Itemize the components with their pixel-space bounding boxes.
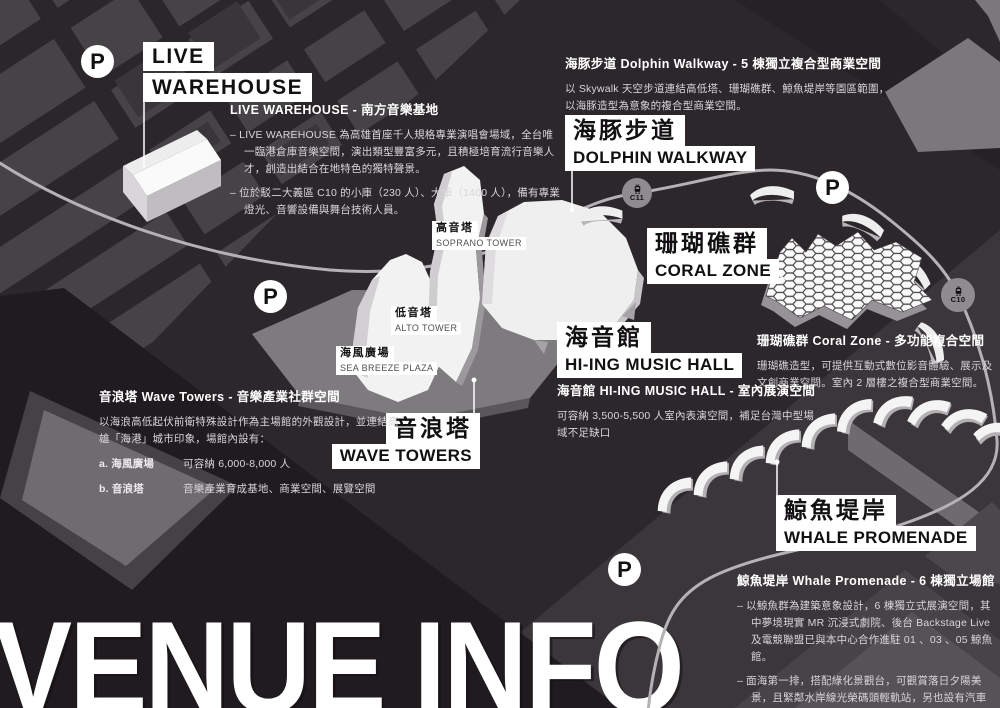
parking-icon: P [816,171,849,204]
label-music-hall: 海音館 HI-ING MUSIC HALL [557,322,743,378]
top-right-block-small [975,0,1000,42]
live-warehouse-bullet: – 位於駁二大義區 C10 的小庫（230 人）、大庫（1400 人），備有專業… [230,187,561,217]
dolphin-body-line: 以 Skywalk 天空步道連結高低塔、珊瑚礁群、鯨魚堤岸等園區範圍， [565,83,890,96]
whale-heading: 鯨魚堤岸 Whale Promenade - 6 棟獨立場館 [737,574,995,588]
label-live-line2: WAREHOUSE [143,73,313,103]
station-badge-c10: C10 [941,278,975,312]
whale-promenade-description: 鯨魚堤岸 Whale Promenade - 6 棟獨立場館 – 以鯨魚群為建築… [737,571,995,708]
wave-heading: 音浪塔 Wave Towers - 音樂產業社群空間 [99,390,340,404]
label-music-hall-en: HI-ING MUSIC HALL [557,353,743,378]
label-coral-en: CORAL ZONE [647,259,780,284]
facility-value: 可容納 6,000-8,000 人 [183,458,291,471]
music-hall-description: 海音館 HI-ING MUSIC HALL - 室內展演空間 可容納 3,500… [557,381,817,442]
whale-bullet: – 面海第一排，搭配綠化景觀台，可觀賞落日夕陽美景，且緊鄰水岸線光榮碼頭輕軌站，… [737,675,987,705]
dolphin-body-line: 以海豚造型為意象的複合型商業空間。 [565,100,747,113]
station-id: C11 [629,193,645,203]
station-id: C10 [950,295,966,305]
label-live-warehouse: LIVE WAREHOUSE [143,42,313,104]
facility-row: b. 音浪塔 音樂產業育成基地、商業空間、展覽空間 [99,481,401,498]
station-badge-c11: C11 [622,178,652,208]
label-coral-zone: 珊瑚礁群 CORAL ZONE [647,228,780,284]
wave-towers-description: 音浪塔 Wave Towers - 音樂產業社群空間 以海浪高低起伏前衛特殊設計… [99,387,401,498]
live-warehouse-heading: LIVE WAREHOUSE - 南方音樂基地 [230,103,439,117]
label-sea-breeze-zh: 海風廣場 [336,346,394,362]
label-alto-zh: 低音塔 [391,306,437,322]
label-alto-tower: 低音塔 ALTO TOWER [391,306,462,335]
label-sea-breeze-en: SEA BREEZE PLAZA [336,361,438,375]
label-whale-en: WHALE PROMENADE [776,526,976,551]
label-sea-breeze-plaza: 海風廣場 SEA BREEZE PLAZA [336,346,438,375]
facility-label: b. 音浪塔 [99,483,144,496]
coral-heading: 珊瑚礁群 Coral Zone - 多功能複合空間 [757,334,985,348]
facility-value: 音樂產業育成基地、商業空間、展覽空間 [183,483,376,496]
live-warehouse-bullet: – LIVE WAREHOUSE 為高雄首座千人規格專業演唱會場域，全台唯一臨港… [230,129,555,176]
label-whale-promenade: 鯨魚堤岸 WHALE PROMENADE [776,495,976,551]
wave-body: 以海浪高低起伏前衛特殊設計作為主場館的外觀設計，並連結高雄「海港」城市印象，場館… [99,416,399,446]
parking-icon: P [608,553,641,586]
live-warehouse-description: LIVE WAREHOUSE - 南方音樂基地 – LIVE WAREHOUSE… [230,100,562,226]
whale-bullet: – 以鯨魚群為建築意象設計，6 棟獨立式展演空間，其中夢境現實 MR 沉浸式劇院… [737,600,993,664]
label-dolphin-zh: 海豚步道 [565,115,685,147]
facility-row: a. 海風廣場 可容納 6,000-8,000 人 [99,456,401,473]
live-warehouse-building [123,130,221,222]
label-music-hall-zh: 海音館 [557,322,651,354]
coral-zone-shape [761,231,933,329]
label-whale-zh: 鯨魚堤岸 [776,495,896,527]
page-title: VENUE INFO [0,594,685,708]
music-hall-body: 可容納 3,500-5,500 人室內表演空間，補足台灣中型場域不足缺口 [557,410,815,440]
facility-label: a. 海風廣場 [99,458,155,471]
label-live-line1: LIVE [143,42,214,72]
label-dolphin-en: DOLPHIN WALKWAY [565,146,756,171]
music-hall-heading: 海音館 HI-ING MUSIC HALL - 室內展演空間 [557,384,816,398]
label-alto-en: ALTO TOWER [391,321,462,335]
dolphin-walkway-description: 海豚步道 Dolphin Walkway - 5 棟獨立複合型商業空間 以 Sk… [565,54,910,115]
parking-icon: P [254,280,287,313]
dolphin-heading: 海豚步道 Dolphin Walkway - 5 棟獨立複合型商業空間 [565,57,882,71]
label-dolphin-walkway: 海豚步道 DOLPHIN WALKWAY [565,115,756,171]
label-soprano-en: SOPRANO TOWER [432,236,526,250]
parking-icon: P [81,45,114,78]
label-coral-zh: 珊瑚礁群 [647,228,767,260]
